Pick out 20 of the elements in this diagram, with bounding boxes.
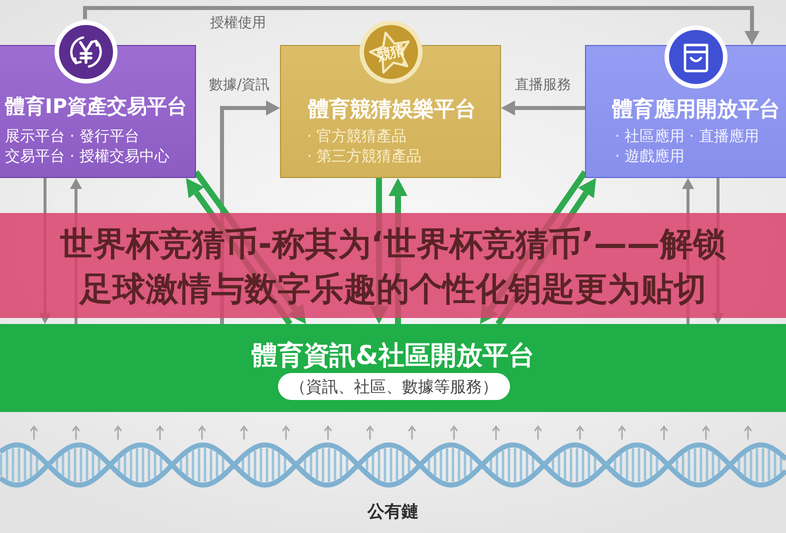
platform-title: 體育IP資產交易平台 xyxy=(5,94,188,119)
helix-caption: 公有鏈 xyxy=(368,501,418,523)
arrow xyxy=(83,6,760,45)
list-item: 展示平台 · 發行平台 xyxy=(5,127,140,146)
list-item: · 遊戲應用 xyxy=(615,147,685,166)
platform-title: 體育應用開放平台 xyxy=(612,96,780,122)
platform-title: 體育資訊&社區開放平台 xyxy=(252,340,534,373)
platform-band xyxy=(0,324,786,412)
subtitle-pill: （資訊、社區、數據等服務） xyxy=(278,373,510,400)
list-item: 交易平台 · 授權交易中心 xyxy=(5,147,170,166)
list-item: · 社區應用 · 直播應用 xyxy=(615,127,759,146)
platform-title: 體育競猜娛樂平台 xyxy=(308,96,476,122)
list-item: · 官方競猜產品 xyxy=(307,127,407,146)
edge-label: 數據/資訊 xyxy=(209,76,270,94)
edge-label: 直播服務 xyxy=(515,76,571,94)
banner-title: 世界杯竞猜币-称其为‘世界杯竞猜币’——解锁足球激情与数字乐趣的个性化钥匙更为贴切 xyxy=(59,223,727,310)
icon-label: 競猜 xyxy=(375,40,407,66)
arrow xyxy=(501,100,585,116)
list-item: · 第三方競猜產品 xyxy=(307,147,422,166)
edge-label: 授權使用 xyxy=(210,14,266,32)
